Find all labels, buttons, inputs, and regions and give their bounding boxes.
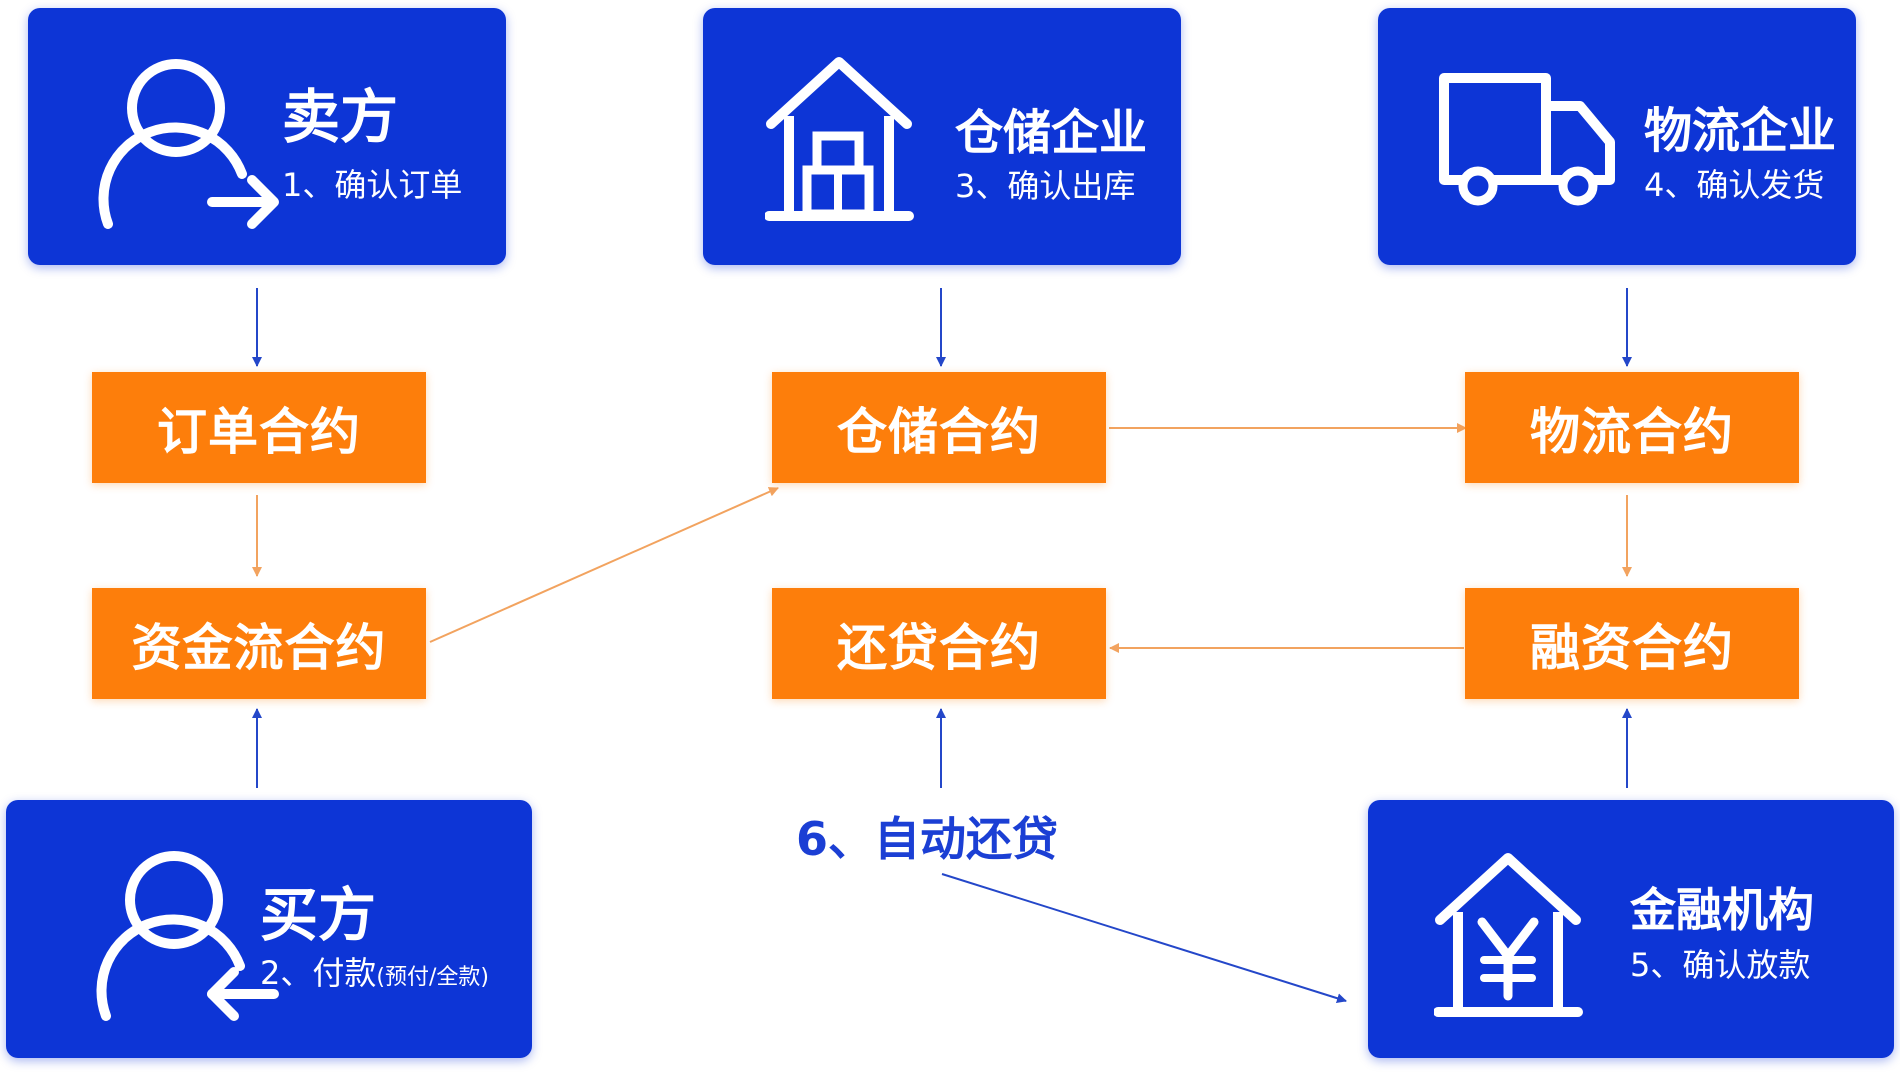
seller-box: 卖方 1、确认订单 [28, 8, 506, 265]
repayment-contract: 还贷合约 [772, 588, 1106, 699]
warehouse-box: 仓储企业 3、确认出库 [703, 8, 1181, 265]
seller-title: 卖方 [282, 83, 399, 151]
arrow-capital-to-warehouse [429, 487, 779, 643]
finance-box: 金融机构 5、确认放款 [1368, 800, 1894, 1058]
auto-repay-caption: 6、自动还贷 [796, 812, 1059, 866]
logistics-box: 物流企业 4、确认发货 [1378, 8, 1856, 265]
warehouse-step: 3、确认出库 [955, 167, 1136, 205]
logistics-title: 物流企业 [1644, 103, 1837, 159]
logistics-step: 4、确认发货 [1644, 166, 1825, 204]
buyer-box: 买方 2、付款(预付/全款) [6, 800, 532, 1058]
order-contract: 订单合约 [92, 372, 426, 483]
user-incoming-icon [92, 848, 282, 1032]
buyer-step-line: 2、付款(预付/全款) [260, 948, 489, 994]
buyer-title: 买方 [260, 881, 377, 949]
warehouse-icon [764, 56, 915, 230]
buyer-step: 2、付款 [260, 954, 377, 992]
arrow-auto-repay-to-finance [941, 873, 1347, 1004]
bank-yen-icon [1433, 850, 1584, 1024]
financing-contract: 融资合约 [1465, 588, 1799, 699]
seller-step: 1、确认订单 [282, 166, 463, 204]
warehouse-title: 仓储企业 [955, 105, 1148, 161]
finance-title: 金融机构 [1630, 883, 1814, 937]
finance-step: 5、确认放款 [1630, 946, 1811, 984]
user-outgoing-icon [94, 56, 284, 240]
warehouse-contract: 仓储合约 [772, 372, 1106, 483]
logistics-contract: 物流合约 [1465, 372, 1799, 483]
buyer-step-note: (预付/全款) [376, 965, 489, 990]
truck-icon [1438, 70, 1618, 214]
capital-flow-contract: 资金流合约 [92, 588, 426, 699]
